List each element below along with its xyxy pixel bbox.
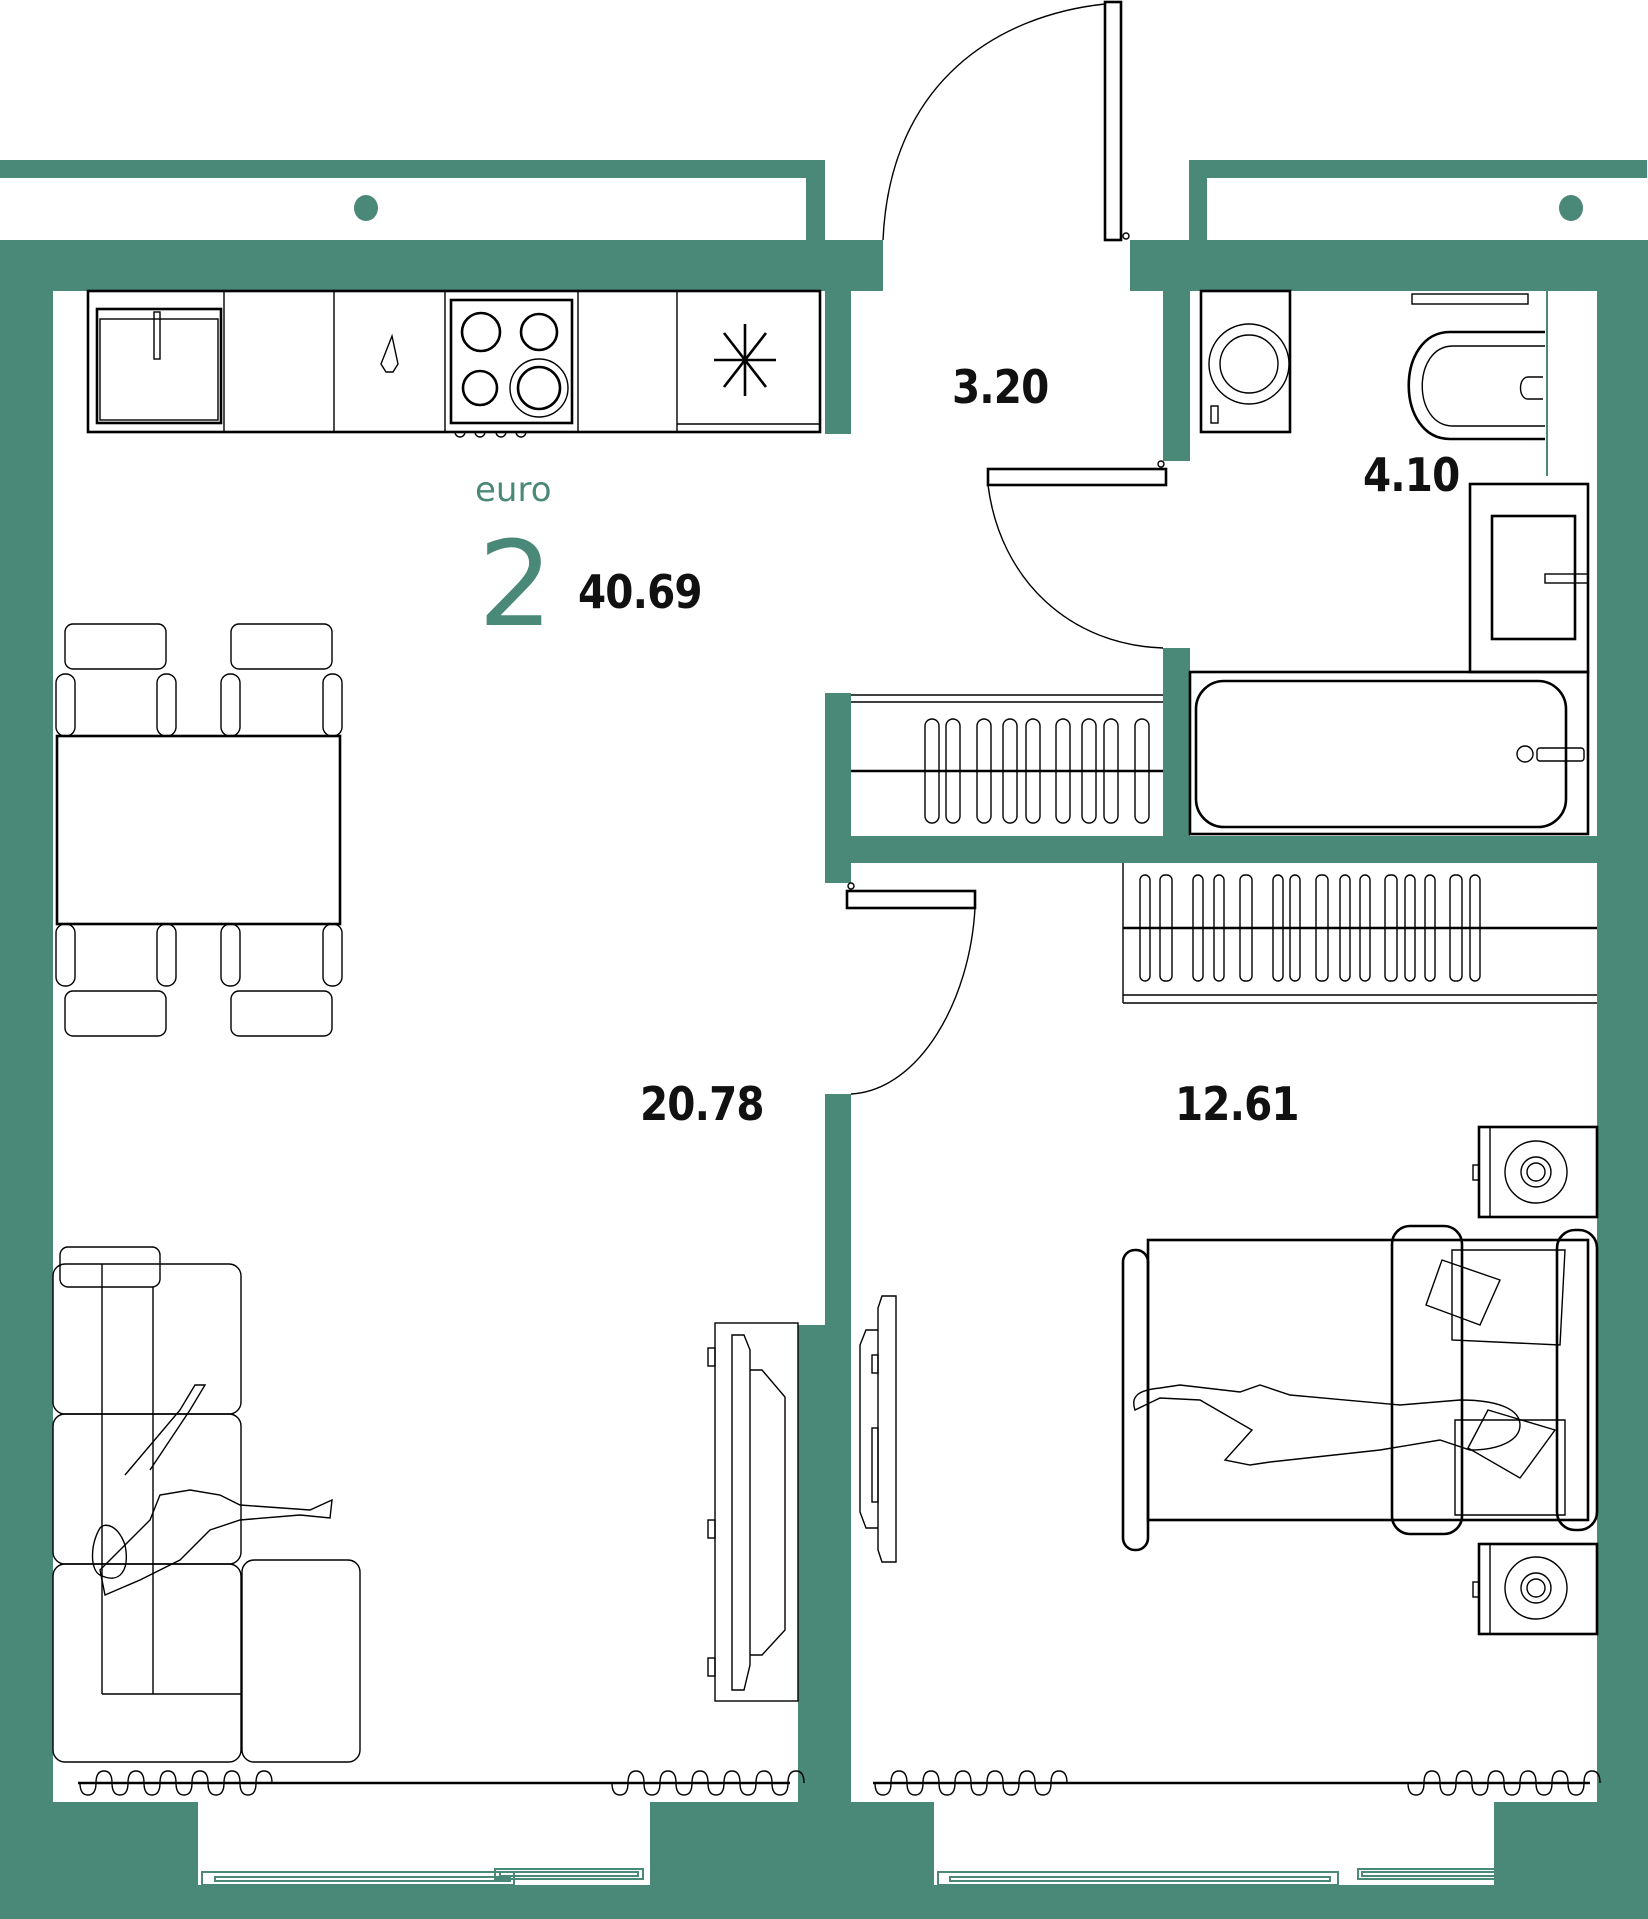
bathtub-icon [1188, 670, 1590, 836]
cooktop-icon [449, 298, 574, 438]
person-icon [91, 1384, 333, 1596]
layout-type-label: euro [475, 470, 552, 510]
nightstand-icon [1472, 1125, 1599, 1219]
room-area-living-kitchen: 20.78 [640, 1077, 765, 1131]
room-area-bedroom: 12.61 [1175, 1077, 1300, 1131]
water-drop-icon [380, 333, 399, 373]
bedroom-door-icon [845, 882, 977, 1095]
tv-icon [707, 1322, 799, 1702]
person-icon [1133, 1384, 1521, 1466]
room-area-hallway: 3.20 [952, 360, 1049, 414]
snowflake-fridge-icon [714, 324, 776, 396]
dining-table-icon [55, 734, 342, 926]
washbasin-icon [1468, 482, 1590, 674]
radiator-icon [78, 1770, 805, 1796]
bed-icon [1121, 1224, 1599, 1552]
pillow-icon [1425, 1249, 1566, 1516]
room-area-bathroom: 4.10 [1363, 448, 1460, 502]
room-count: 2 [478, 515, 554, 653]
nightstand-icon [1472, 1542, 1599, 1636]
kitchen-counter [86, 289, 822, 434]
wardrobe-icon [1122, 863, 1597, 1004]
chair-icon [55, 623, 343, 1037]
wardrobe-icon [851, 694, 1163, 824]
walls [0, 160, 1648, 1919]
radiator-icon [873, 1770, 1601, 1796]
sink-icon [95, 307, 223, 425]
washing-machine-icon [1199, 289, 1292, 434]
sofa-icon [52, 1246, 361, 1763]
total-area: 40.69 [578, 565, 703, 619]
window-living [198, 1802, 650, 1886]
entrance-door-icon [882, 0, 1130, 242]
tv-icon [859, 1295, 897, 1563]
window-bedroom [934, 1802, 1507, 1886]
bathroom-door-icon [986, 460, 1168, 649]
toilet-icon [1407, 293, 1545, 441]
